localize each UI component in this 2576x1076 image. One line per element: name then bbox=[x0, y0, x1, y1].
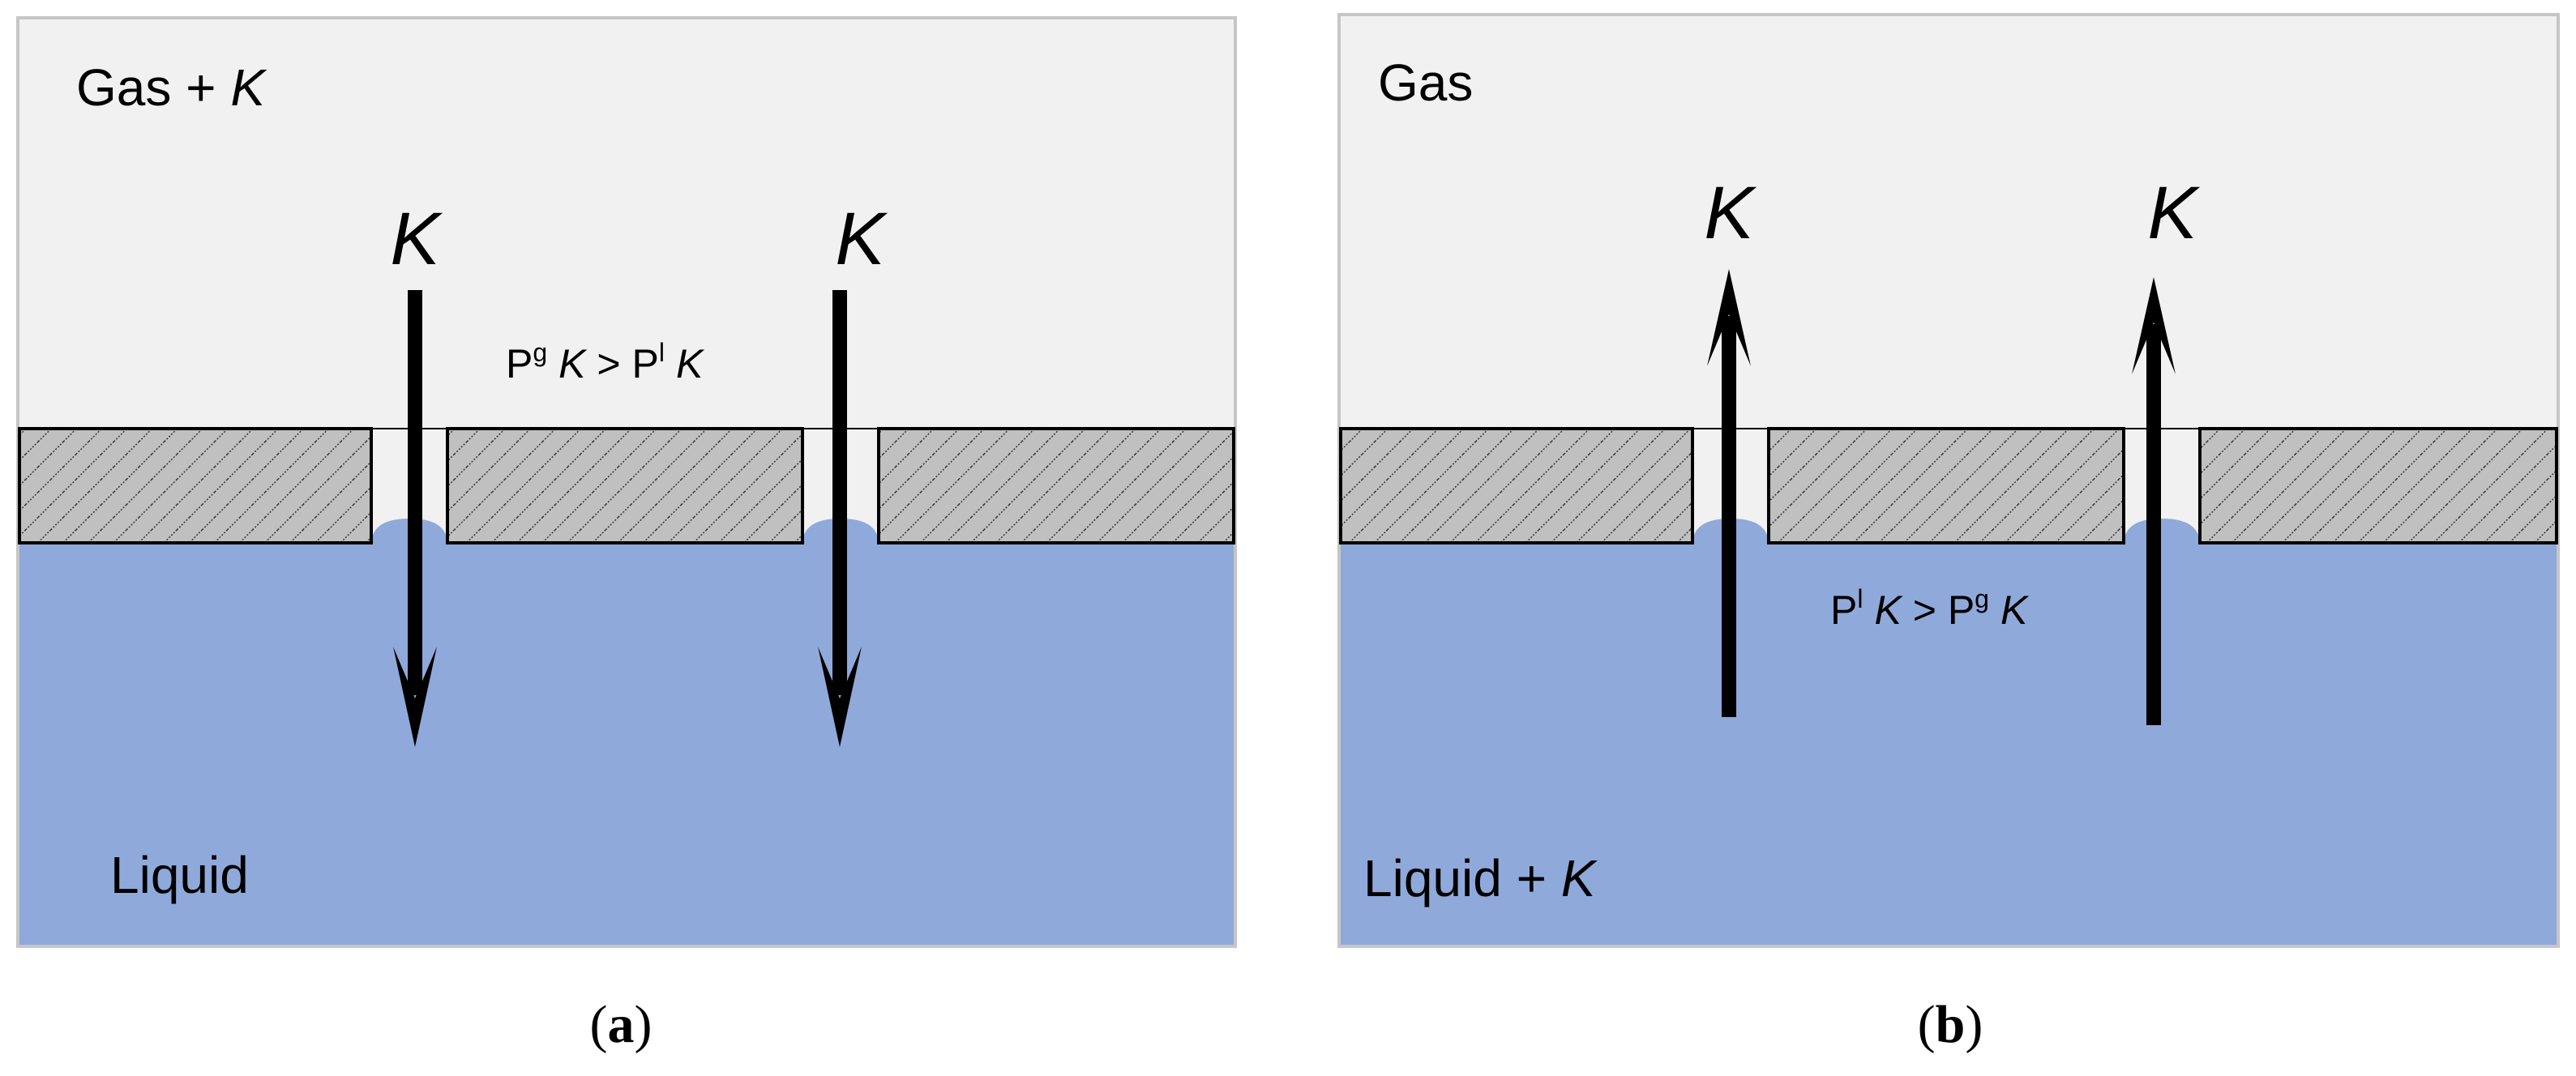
panel-a-membrane-block bbox=[446, 427, 804, 544]
panel-a-gas-label: Gas + K bbox=[76, 58, 267, 117]
panel-a-caption: (a) bbox=[590, 995, 653, 1054]
panel-a-arrow-down bbox=[818, 290, 862, 747]
panel-b-gas-label: Gas bbox=[1378, 53, 1473, 112]
panel-a-arrow-k-label: K bbox=[390, 198, 443, 280]
panel-b-arrow-up bbox=[1707, 269, 1751, 717]
panel-a-liquid-region bbox=[19, 543, 1234, 945]
panel-b-membrane-block bbox=[1767, 427, 2125, 544]
panel-a-arrow-down bbox=[393, 290, 437, 747]
panel-b-arrow-k-label: K bbox=[1704, 172, 1757, 254]
panel-a-arrow-k-label: K bbox=[835, 198, 888, 280]
panel-b-pore-meniscus bbox=[2124, 519, 2200, 544]
panel-b-liquid-region bbox=[1341, 543, 2557, 945]
panel-b-arrow-k-label: K bbox=[2147, 172, 2200, 254]
panel-b-membrane-block bbox=[1339, 427, 1694, 544]
panel-b-caption: (b) bbox=[1918, 995, 1983, 1054]
panel-b-liquid-label: Liquid + K bbox=[1363, 849, 1598, 907]
panel-a-liquid-label: Liquid bbox=[110, 846, 249, 904]
panel-a-membrane-block bbox=[877, 427, 1235, 544]
panel-b-membrane-block bbox=[2198, 427, 2558, 544]
panel-b-arrow-up bbox=[2132, 277, 2176, 725]
panel-a-membrane-block bbox=[18, 427, 373, 544]
